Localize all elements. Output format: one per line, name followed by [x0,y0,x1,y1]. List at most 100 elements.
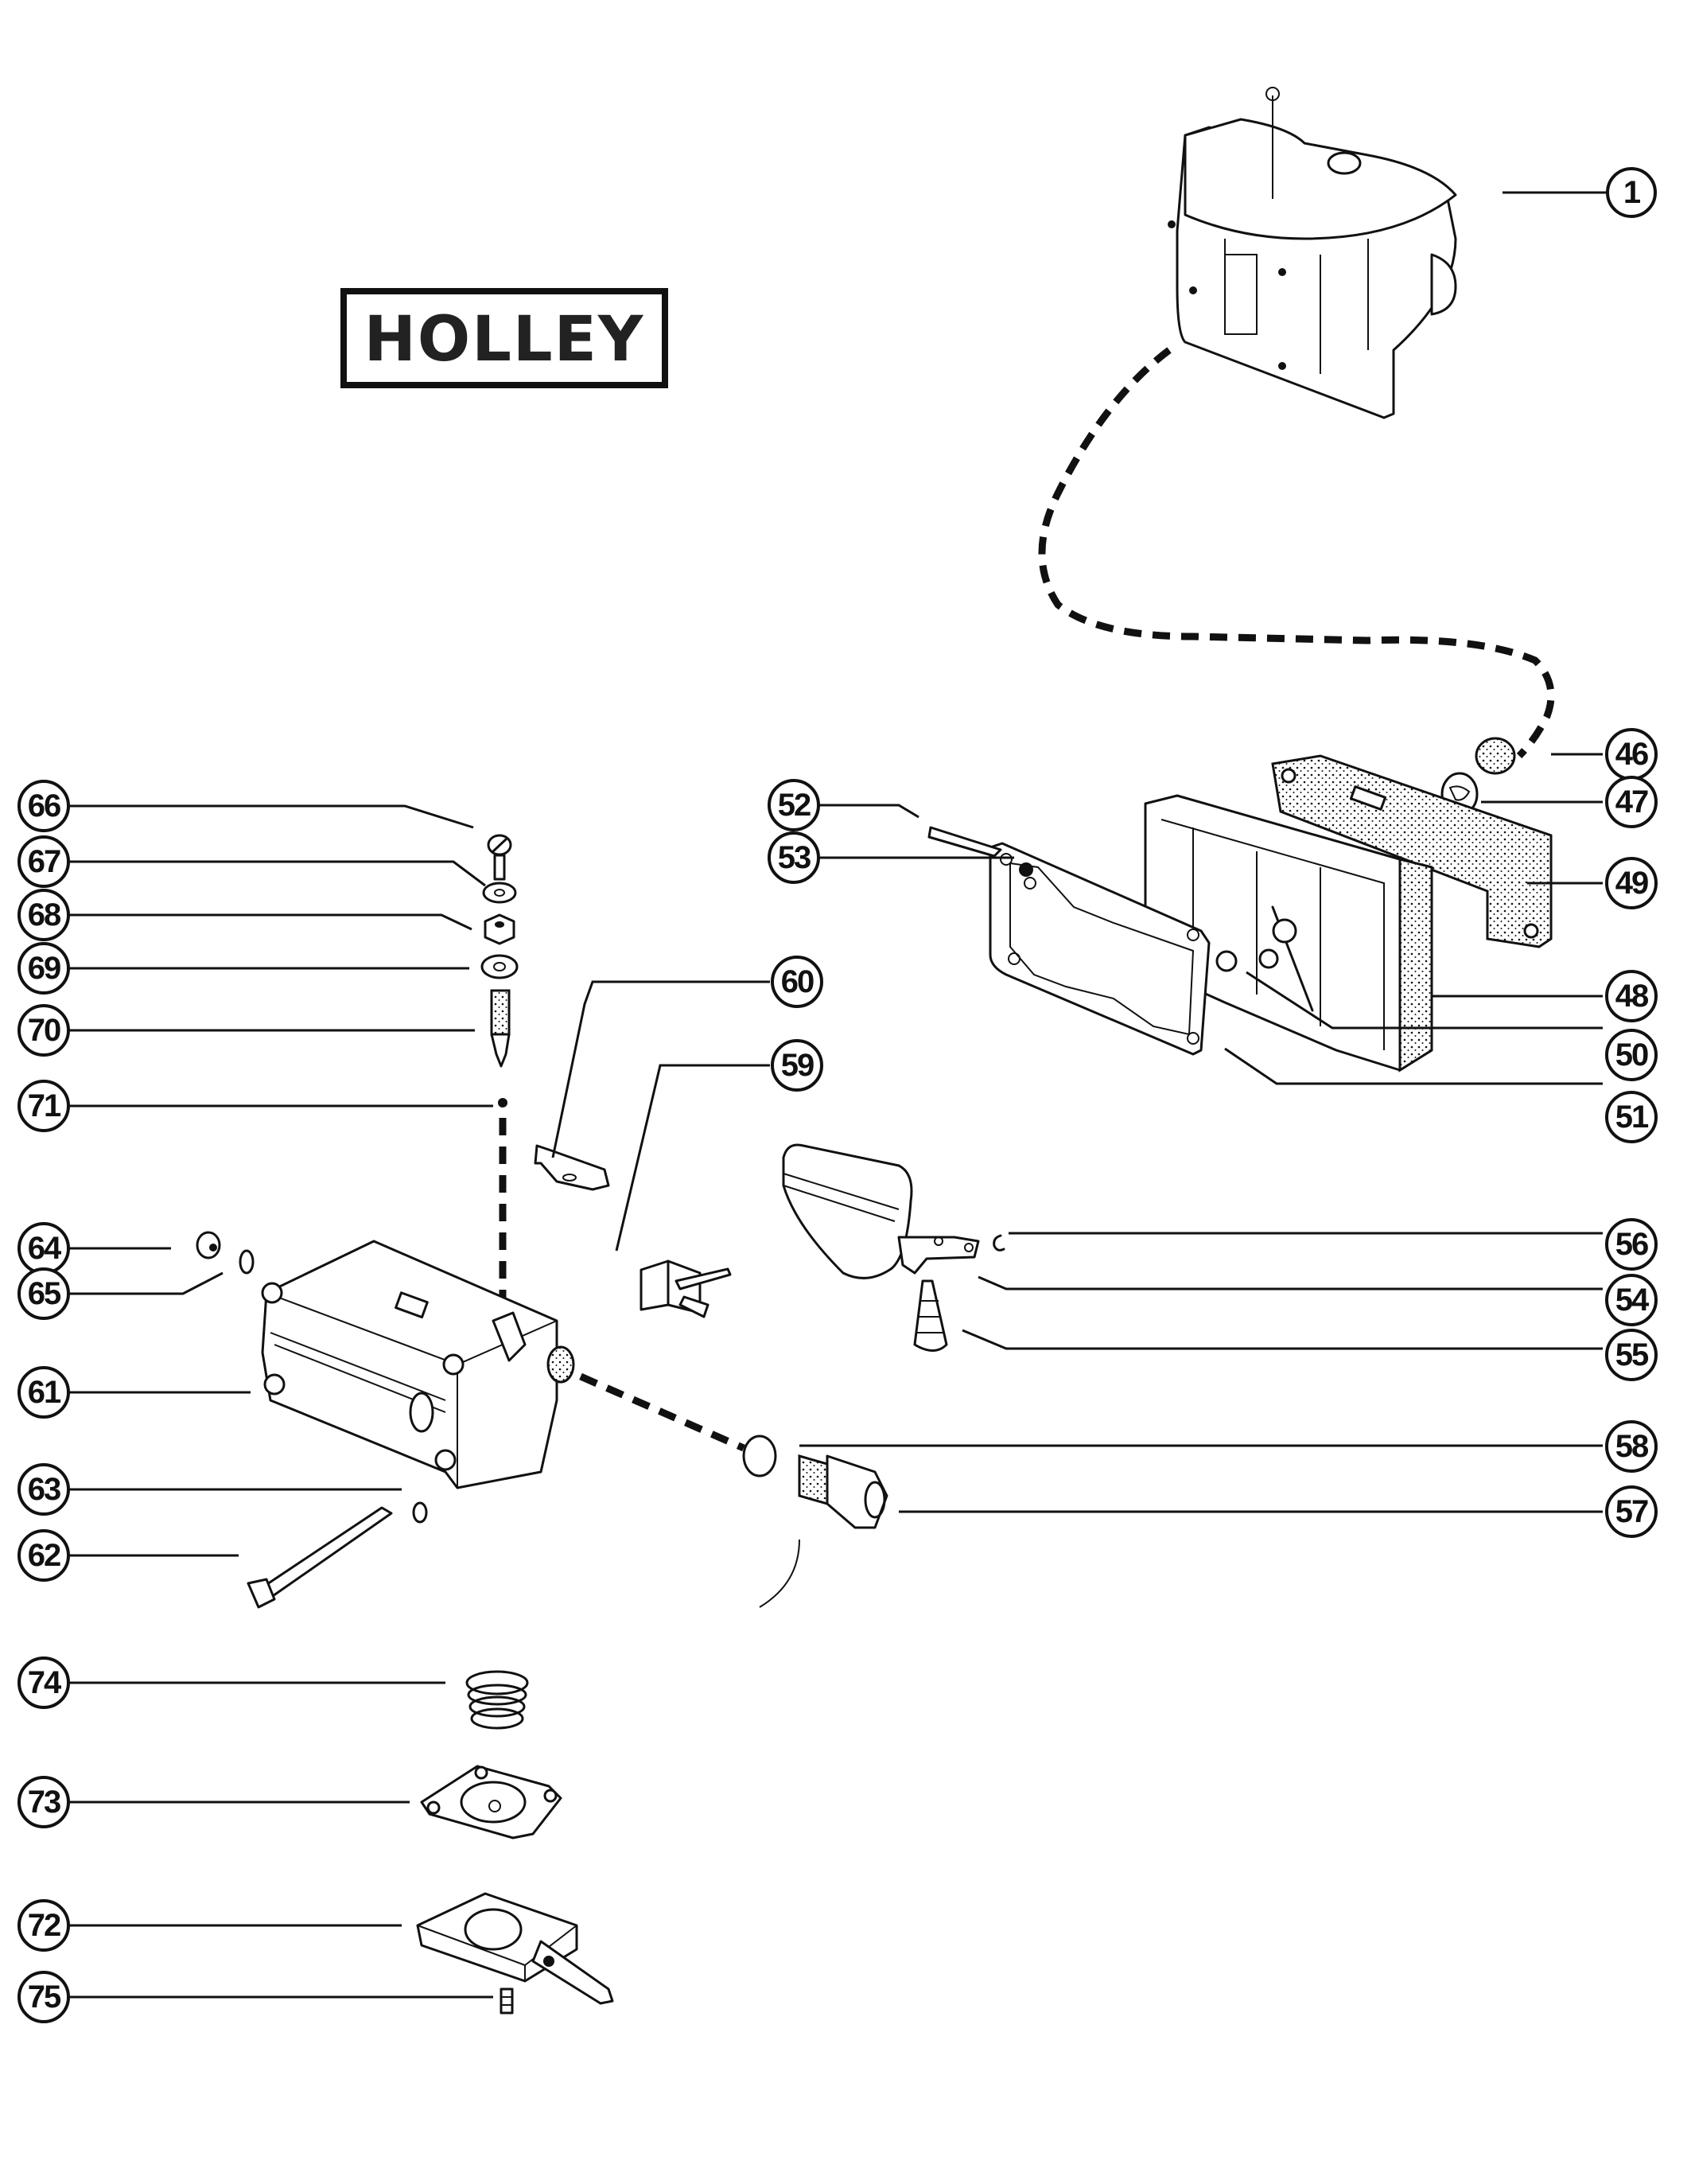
callout-label-1: 1 [1623,175,1641,210]
callout-label-61: 61 [28,1375,61,1410]
callout-72[interactable]: 72 [17,1899,70,1952]
callout-68[interactable]: 68 [17,889,70,941]
callout-label-50: 50 [1615,1037,1648,1073]
brand-label: HOLLEY [364,304,645,376]
part-54-float-bracket-drawing [897,1236,980,1275]
callout-label-48: 48 [1615,979,1649,1014]
callout-63[interactable]: 63 [17,1463,70,1516]
part-60-float-retainer-drawing [534,1144,610,1191]
callout-label-54: 54 [1615,1283,1650,1318]
callout-label-57: 57 [1615,1494,1648,1529]
callout-62[interactable]: 62 [17,1529,70,1582]
part-64-sight-plug-drawing [196,1231,221,1259]
callout-54[interactable]: 54 [1605,1274,1658,1326]
part-73-pump-diaphragm-drawing [420,1765,562,1839]
part-53-retainer-drawing [1019,862,1033,877]
part-62-bowl-screw-drawing [247,1506,393,1609]
callout-70[interactable]: 70 [17,1004,70,1057]
part-74-pump-spring-drawing [465,1670,529,1730]
callout-1[interactable]: 1 [1606,167,1657,218]
part-66-lock-screw-drawing [487,834,512,881]
callout-69[interactable]: 69 [17,942,70,995]
callout-71[interactable]: 71 [17,1080,70,1132]
callout-label-73: 73 [28,1785,60,1820]
callout-label-71: 71 [28,1088,61,1123]
part-59-baffle-drawing [640,1259,732,1318]
callout-73[interactable]: 75737473 [17,1776,70,1828]
callout-47[interactable]: 47 [1605,776,1658,828]
part-61-fuel-bowl-drawing [261,1240,575,1489]
callout-label-70: 70 [28,1013,60,1048]
callout-56[interactable]: 56 [1605,1218,1658,1271]
callout-49[interactable]: 49 [1605,857,1658,909]
callout-75[interactable]: 75 [17,1971,70,2023]
part-51-bowl-gasket-drawing [989,842,1211,1056]
part-55-float-spring-drawing [913,1279,948,1352]
callout-51[interactable]: 51 [1605,1091,1658,1143]
callout-52[interactable]: 52 [768,779,820,831]
assembly-path-carb-to-fitting [1038,347,1555,759]
callout-label-72: 72 [28,1908,60,1943]
callout-label-59: 59 [781,1048,814,1083]
inlet-sweep-line [759,1539,800,1608]
callout-label-75: 75 [28,1980,61,2015]
callout-label-62: 62 [28,1538,60,1573]
callout-55[interactable]: 55 [1605,1329,1658,1381]
callout-label-66: 66 [28,788,60,823]
part-46-fitting-drawing [1475,737,1516,775]
callout-48[interactable]: 48 [1605,970,1658,1022]
callout-label-63: 63 [28,1472,60,1507]
part-63-screw-gasket-drawing [412,1501,428,1524]
callout-46[interactable]: 46 [1605,728,1658,781]
callout-label-46: 46 [1615,737,1648,772]
callout-label-49: 49 [1615,866,1648,901]
callout-label-68: 68 [28,897,61,932]
brand-logo: HOLLEY [340,288,668,388]
part-50-jet-drawing [1215,950,1238,972]
part-65-gasket-drawing [239,1249,255,1275]
callout-58[interactable]: 58 [1605,1420,1658,1473]
part-58-inlet-gasket-drawing [742,1435,777,1477]
callout-53[interactable]: 53 [768,831,820,884]
part-52-hinge-pin-drawing [927,826,1002,858]
callout-label-52: 52 [778,788,811,823]
callout-59[interactable]: 59 [771,1039,823,1092]
callout-64[interactable]: 64 [17,1222,70,1275]
part-68-adjusting-nut-drawing [484,913,515,945]
callout-65[interactable]: 65 [17,1267,70,1320]
callout-57[interactable]: 57 [1605,1485,1658,1538]
callout-66[interactable]: 66 [17,780,70,832]
callout-bubbles: 1 46 47 49 48 5050 51 56 54 55 58 57 52 … [17,167,1658,2023]
callout-label-64: 64 [28,1231,62,1266]
callout-label-58: 58 [1615,1429,1649,1464]
callout-60[interactable]: 60 [771,956,823,1008]
callout-label-65: 65 [28,1276,61,1311]
callout-label-74: 74 [28,1665,62,1700]
callout-label-51: 51 [1615,1100,1649,1135]
callout-61[interactable]: 61 [17,1366,70,1419]
callout-74[interactable]: 74 [17,1656,70,1709]
callout-label-67: 67 [28,844,60,879]
part-72-pump-cover-drawing [416,1892,614,2005]
callout-label-47: 47 [1615,784,1648,819]
part-67-gasket-drawing [482,882,517,904]
part-69-gasket-drawing [480,954,519,979]
callout-label-56: 56 [1615,1227,1648,1262]
callout-label-53: 53 [778,840,811,875]
callout-label-55: 55 [1615,1337,1649,1372]
part-75-cover-screw-drawing [500,1987,514,2015]
leader-lines [60,191,1607,1999]
part-57-inlet-fitting-drawing [798,1454,888,1529]
callout-50[interactable]: 5050 [1605,1029,1658,1081]
callout-label-69: 69 [28,951,60,986]
part-56-clip-drawing [993,1234,1005,1252]
assembly-path-bowl-to-inlet [579,1372,745,1452]
callout-label-60: 60 [781,964,814,999]
float-drawing [782,1143,913,1279]
part-1-carburetor-body-drawing [1168,87,1457,419]
callout-67[interactable]: 67 [17,835,70,888]
part-71-o-ring-drawing [498,1098,507,1108]
part-49-metering-gasket-drawing [1271,754,1553,948]
part-70-needle-and-seat-drawing [490,989,511,1068]
